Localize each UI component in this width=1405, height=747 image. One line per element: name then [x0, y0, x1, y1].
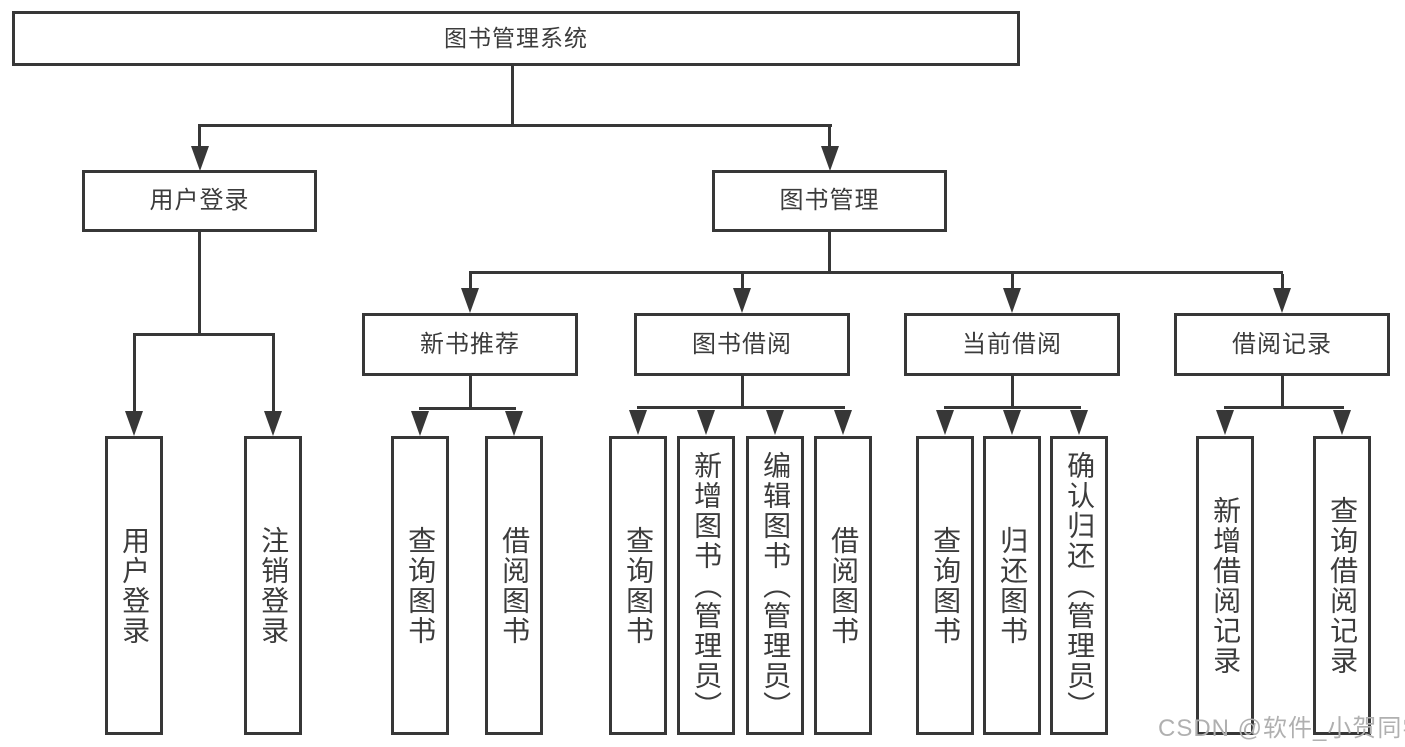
leaf-query-borrow-record: 查询借阅记录 — [1313, 436, 1371, 735]
arrow-down-icon — [1333, 410, 1351, 435]
connector-line — [272, 336, 275, 413]
arrow-down-icon — [936, 410, 954, 435]
connector-line — [828, 127, 831, 149]
connector-line — [1281, 376, 1284, 408]
node-root: 图书管理系统 — [12, 11, 1020, 66]
leaf-user-login: 用户登录 — [105, 436, 163, 735]
arrow-down-icon — [461, 288, 479, 313]
leaf-borrow-books: 借阅图书 — [814, 436, 872, 735]
arrow-down-icon — [1070, 410, 1088, 435]
leaf-query-books-current: 查询图书 — [916, 436, 974, 735]
arrow-down-icon — [125, 411, 143, 436]
connector-line — [469, 271, 1283, 274]
watermark: CSDN @软件_小贺同学 — [1158, 715, 1405, 742]
arrow-down-icon — [1003, 410, 1021, 435]
arrow-down-icon — [733, 288, 751, 313]
connector-line — [133, 333, 275, 336]
arrow-down-icon — [264, 411, 282, 436]
connector-line — [1281, 274, 1284, 290]
leaf-query-books-borrow: 查询图书 — [609, 436, 667, 735]
leaf-edit-book-admin: 编辑图书（管理员） — [746, 436, 804, 735]
connector-line — [133, 336, 136, 413]
leaf-confirm-return-admin: 确认归还（管理员） — [1050, 436, 1108, 735]
connector-line — [198, 232, 201, 336]
node-book-borrow: 图书借阅 — [634, 313, 850, 376]
arrow-down-icon — [629, 410, 647, 435]
leaf-borrow-books-recommend: 借阅图书 — [485, 436, 543, 735]
arrow-down-icon — [834, 410, 852, 435]
connector-line — [1011, 274, 1014, 290]
arrow-down-icon — [411, 411, 429, 436]
connector-line — [198, 124, 832, 127]
connector-line — [828, 232, 831, 274]
arrow-down-icon — [1216, 410, 1234, 435]
connector-line — [1011, 376, 1014, 408]
leaf-return-book: 归还图书 — [983, 436, 1041, 735]
arrow-down-icon — [821, 146, 839, 171]
connector-line — [637, 406, 845, 409]
connector-line — [944, 406, 1081, 409]
connector-line — [419, 407, 516, 410]
node-current-borrow: 当前借阅 — [904, 313, 1120, 376]
connector-line — [741, 376, 744, 408]
node-borrow-records: 借阅记录 — [1174, 313, 1390, 376]
connector-line — [469, 376, 472, 409]
arrow-down-icon — [191, 146, 209, 171]
connector-line — [741, 274, 744, 290]
arrow-down-icon — [766, 410, 784, 435]
leaf-add-book-admin: 新增图书（管理员） — [677, 436, 735, 735]
connector-line — [198, 127, 201, 149]
leaf-logout: 注销登录 — [244, 436, 302, 735]
node-new-book-recommend: 新书推荐 — [362, 313, 578, 376]
arrow-down-icon — [1273, 288, 1291, 313]
connector-line — [469, 274, 472, 290]
node-user-login: 用户登录 — [82, 170, 317, 232]
arrow-down-icon — [1003, 288, 1021, 313]
connector-line — [511, 66, 514, 126]
connector-line — [1224, 406, 1344, 409]
arrow-down-icon — [505, 411, 523, 436]
leaf-add-borrow-record: 新增借阅记录 — [1196, 436, 1254, 735]
leaf-query-books-recommend: 查询图书 — [391, 436, 449, 735]
arrow-down-icon — [697, 410, 715, 435]
node-book-management: 图书管理 — [712, 170, 947, 232]
